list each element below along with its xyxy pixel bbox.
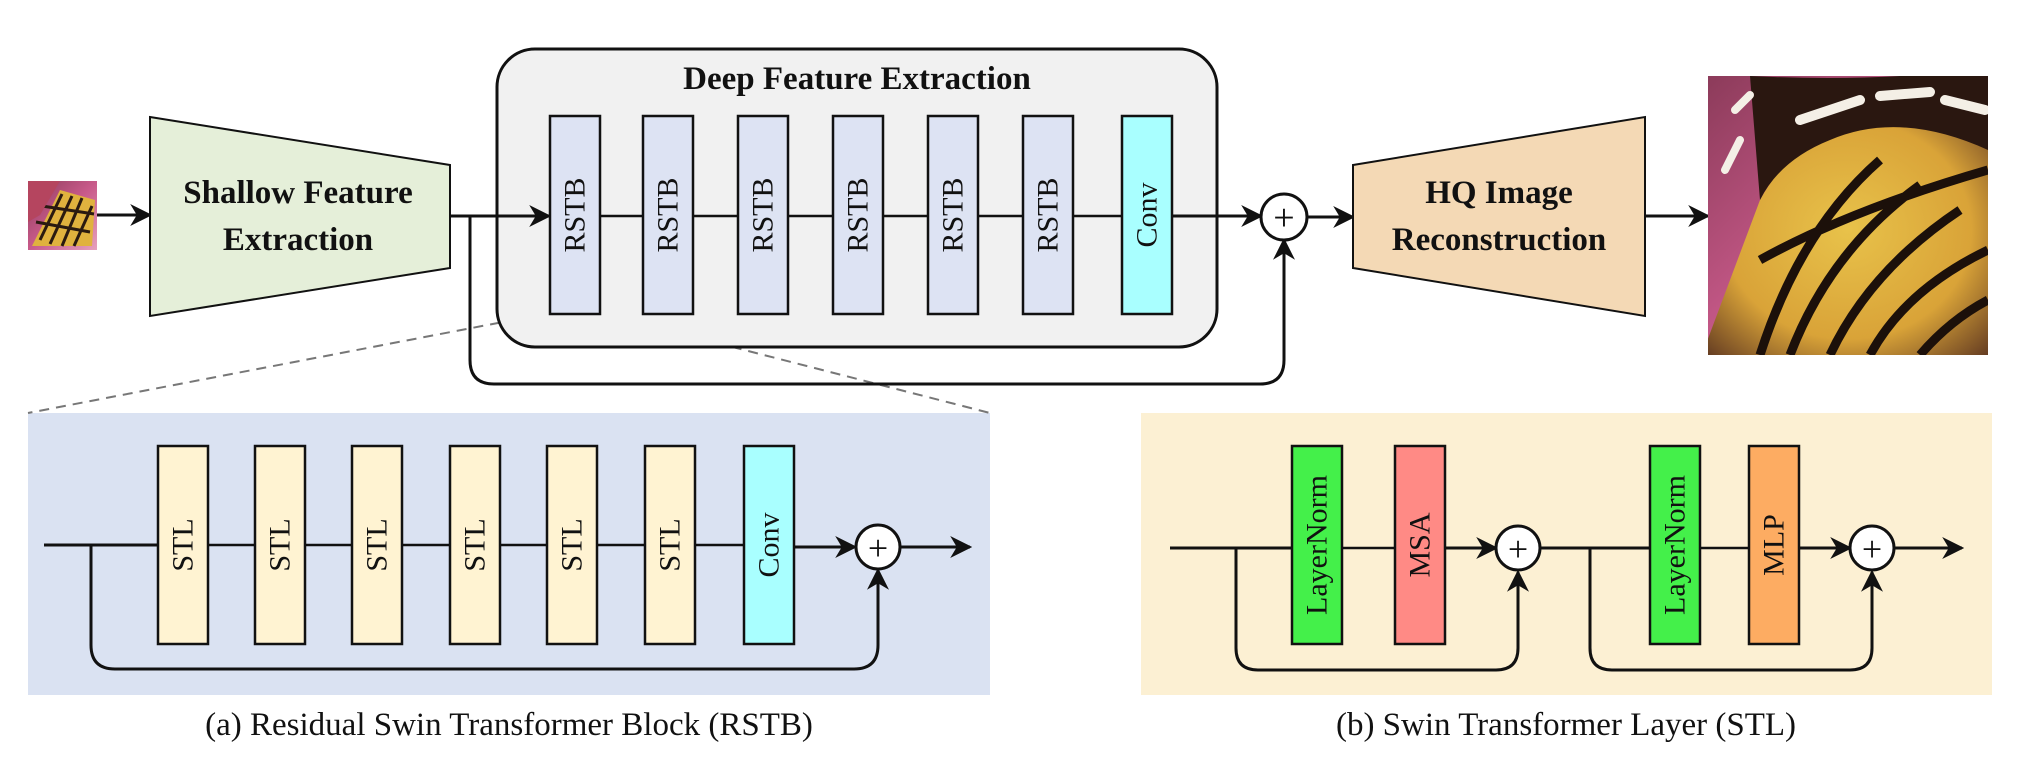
- panel-a-stl-1-block-label: STL: [167, 518, 200, 571]
- shallow-label-line2: Extraction: [223, 222, 373, 258]
- output-image: [1708, 76, 1988, 355]
- deep-rstb-2-block-label: RSTB: [652, 177, 685, 252]
- hq-label-line1: HQ Image: [1425, 175, 1573, 211]
- shallow-feature-extraction-block: [149, 115, 451, 318]
- panel-a-stl-5-block: STL: [545, 444, 599, 646]
- panel-a-caption: (a) Residual Swin Transformer Block (RST…: [205, 707, 813, 743]
- panel-a-blocks-group: STL STL STL STL STL STL Conv: [156, 444, 796, 646]
- deep-rstb-5-block-label: RSTB: [937, 177, 970, 252]
- panel-a-skip-connection: [89, 545, 889, 671]
- panel-a-conv-block-label: Conv: [753, 512, 786, 577]
- deep-rstb-2-block: RSTB: [641, 114, 695, 316]
- panel-a-stl-1-block-box: [156, 444, 210, 646]
- panel-a-stl-3-block-box: [350, 444, 404, 646]
- deep-conv-block-label: Conv: [1131, 182, 1164, 247]
- global-skip-connection: [468, 216, 1295, 386]
- deep-rstb-6-block: RSTB: [1021, 114, 1075, 316]
- panel-a-stl-2-block-label: STL: [264, 518, 297, 571]
- deep-conv-block: Conv: [1120, 114, 1174, 316]
- panel-a-stl-5-block-label: STL: [556, 518, 589, 571]
- panel-b-blocks-group: LayerNorm MSA LayerNorm MLP: [1290, 444, 1801, 646]
- panel-a-stl-5-block-box: [545, 444, 599, 646]
- panel-b-plus-node-2: +: [1848, 524, 1896, 572]
- panel-b-msa-block: MSA: [1393, 444, 1447, 646]
- hq-label-line2: Reconstruction: [1392, 222, 1606, 258]
- deep-rstb-2-block-box: [641, 114, 695, 316]
- deep-rstb-1-block-box: [548, 114, 602, 316]
- panel-a-stl-2-block-box: [253, 444, 307, 646]
- panel-a-stl-4-block: STL: [448, 444, 502, 646]
- deep-rstb-3-block-box: [736, 114, 790, 316]
- panel-b-caption: (b) Swin Transformer Layer (STL): [1336, 707, 1796, 743]
- deep-rstb-1-block: RSTB: [548, 114, 602, 316]
- deep-feature-extraction-title: Deep Feature Extraction: [683, 61, 1031, 97]
- panel-a-stl-1-block: STL: [156, 444, 210, 646]
- panel-b-plus-symbol-2: +: [1862, 529, 1882, 569]
- panel-b-skip-connection-1: [1234, 548, 1529, 672]
- deep-rstb-3-block-label: RSTB: [747, 177, 780, 252]
- deep-conv-block-box: [1120, 114, 1174, 316]
- deep-rstb-6-block-label: RSTB: [1032, 177, 1065, 252]
- input-image: [28, 181, 97, 250]
- panel-a-conv-block-box: [742, 444, 796, 646]
- panel-a-plus-symbol: +: [868, 528, 888, 568]
- shallow-label-line1: Shallow Feature: [183, 175, 412, 211]
- panel-a-stl-4-block-label: STL: [459, 518, 492, 571]
- panel-b-layernorm-1-block: LayerNorm: [1290, 444, 1344, 646]
- panel-a-stl-2-block: STL: [253, 444, 307, 646]
- panel-a-plus-node: +: [854, 523, 902, 571]
- deep-rstb-3-block: RSTB: [736, 114, 790, 316]
- deep-rstb-4-block-box: [831, 114, 885, 316]
- panel-a-stl-4-block-box: [448, 444, 502, 646]
- panel-b-mlp-block-label: MLP: [1758, 514, 1791, 576]
- main-plus-symbol: +: [1273, 197, 1294, 239]
- zoom-line-left: [27, 312, 551, 414]
- deep-rstb-6-block-box: [1021, 114, 1075, 316]
- panel-a-stl-3-block-label: STL: [361, 518, 394, 571]
- panel-b-skip-connection-2: [1588, 548, 1883, 672]
- deep-rstb-5-block: RSTB: [926, 114, 980, 316]
- deep-rstb-5-block-box: [926, 114, 980, 316]
- panel-a-stl-6-block: STL: [643, 444, 697, 646]
- panel-a-conv-block: Conv: [742, 444, 796, 646]
- panel-b-layernorm-2-block-label: LayerNorm: [1659, 475, 1692, 615]
- panel-b-msa-block-box: [1393, 444, 1447, 646]
- deep-rstb-4-block: RSTB: [831, 114, 885, 316]
- panel-b-layernorm-2-block: LayerNorm: [1648, 444, 1702, 646]
- panel-b-layernorm-1-block-label: LayerNorm: [1301, 475, 1334, 615]
- panel-b-mlp-block: MLP: [1747, 444, 1801, 646]
- panel-b-layernorm-2-block-box: [1648, 444, 1702, 646]
- deep-blocks-group: RSTB RSTB RSTB RSTB RSTB RSTB Conv: [548, 114, 1174, 316]
- panel-a-stl-3-block: STL: [350, 444, 404, 646]
- panel-b-mlp-block-box: [1747, 444, 1801, 646]
- panel-b-plus-symbol-1: +: [1508, 529, 1528, 569]
- panel-a-stl-6-block-label: STL: [654, 518, 687, 571]
- deep-rstb-4-block-label: RSTB: [842, 177, 875, 252]
- panel-a-stl-6-block-box: [643, 444, 697, 646]
- deep-rstb-1-block-label: RSTB: [559, 177, 592, 252]
- panel-b-layernorm-1-block-box: [1290, 444, 1344, 646]
- hq-image-reconstruction-block: [1352, 115, 1646, 318]
- main-plus-node: +: [1259, 192, 1309, 242]
- panel-b-msa-block-label: MSA: [1404, 512, 1437, 577]
- panel-b-plus-node-1: +: [1494, 524, 1542, 572]
